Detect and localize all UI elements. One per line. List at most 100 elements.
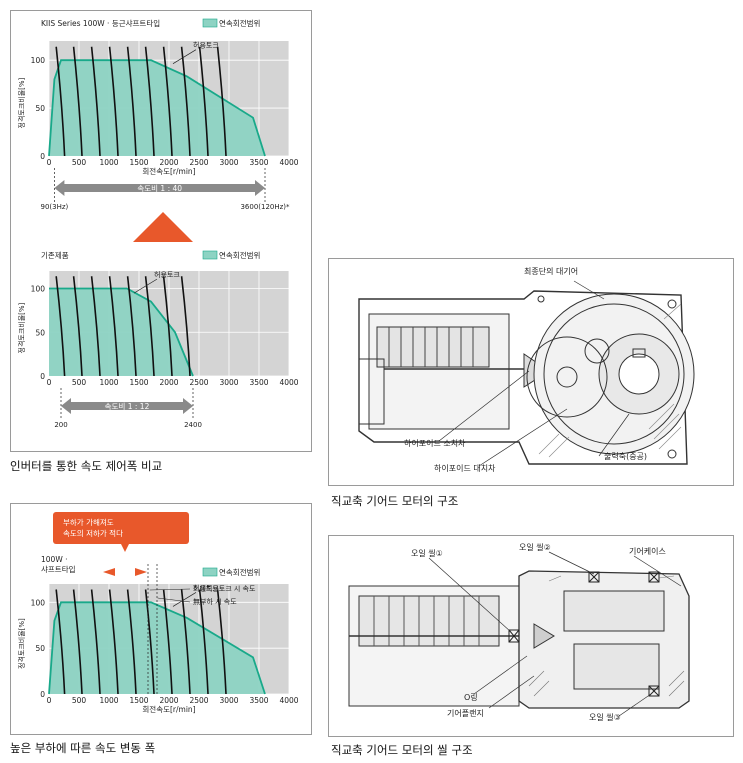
torque-curve-line — [144, 276, 155, 377]
torque-curve-line — [108, 46, 119, 157]
x-tick-label: 4000 — [279, 158, 298, 167]
callout-line-2: 속도의 저하가 적다 — [63, 528, 123, 538]
torque-curve-line — [90, 276, 101, 377]
label-max-torque-speed: 최대허용토크 시 속도 — [193, 584, 256, 593]
annotation-leader — [133, 278, 158, 294]
torque-curve-line — [72, 46, 83, 157]
legend-swatch — [202, 567, 218, 577]
x-tick-label: 1000 — [99, 158, 118, 167]
y-axis-label: 정격토크비율[%] — [17, 618, 26, 669]
orange-arrow-up — [133, 212, 193, 242]
speed-ratio-label: 속도비 1 : 12 — [105, 402, 150, 411]
x-tick-label: 1000 — [99, 696, 118, 705]
caption-inverter-compare: 인버터를 통한 속도 제어폭 비교 — [10, 459, 163, 473]
legend-label: 연속회전범위 — [219, 567, 260, 577]
x-tick-label: 3500 — [249, 378, 268, 387]
torque-curve-line — [55, 46, 66, 157]
legend-swatch — [202, 18, 218, 28]
torque-curve-line — [198, 46, 209, 157]
y-tick-label: 100 — [31, 598, 46, 607]
arrow-right — [135, 568, 147, 576]
permissible-torque-line — [48, 601, 266, 695]
x-axis-label: 회전속도[r/min] — [142, 166, 195, 176]
label-noload-speed: 無부하 시 속도 — [193, 597, 237, 606]
y-tick-label: 100 — [31, 285, 46, 294]
torque-curve-line — [180, 46, 191, 157]
x-tick-label: 2000 — [159, 696, 178, 705]
torque-curve-line — [126, 276, 137, 377]
permissible-torque-line — [48, 59, 266, 157]
x-tick-label: 4000 — [279, 696, 298, 705]
x-tick-label: 2500 — [189, 378, 208, 387]
label-gear-case: 기어케이스 — [629, 546, 666, 556]
torque-curve-line — [126, 46, 137, 157]
range-left-label: 200 — [54, 421, 67, 429]
annotation-leader — [172, 49, 197, 65]
legend-label: 연속회전범위 — [219, 18, 260, 28]
torque-curve-line — [108, 589, 119, 695]
y-tick-label: 0 — [40, 372, 45, 381]
torque-curve-line — [144, 589, 155, 695]
label-hypoid-pinion: 하이포이드 소치차 — [404, 438, 466, 448]
annotation-permissible-torque: 허용토크 — [193, 41, 219, 50]
legend-label: 연속회전범위 — [219, 250, 260, 260]
x-tick-label: 4000 — [279, 378, 298, 387]
x-tick-label: 0 — [47, 158, 52, 167]
speed-range-arrow — [61, 398, 193, 414]
label-final-gear: 최종단의 대기어 — [524, 266, 578, 276]
x-tick-label: 2000 — [159, 158, 178, 167]
caption-seal-structure: 직교축 기어드 모터의 씰 구조 — [331, 743, 473, 757]
continuous-range-area — [49, 60, 265, 156]
chart-title-line2: 샤프트타입 — [41, 564, 76, 574]
y-tick-label: 0 — [40, 690, 45, 699]
x-tick-label: 1500 — [129, 158, 148, 167]
x-tick-label: 1500 — [129, 378, 148, 387]
label-gear-flange: 기어플랜지 — [447, 708, 484, 718]
y-tick-label: 50 — [35, 104, 45, 113]
y-axis-label: 정격토크비율[%] — [17, 302, 26, 353]
motor-structure-panel: 최종단의 대기어 하이포이드 소치차 하이포이드 대치차 출력축(중공) — [328, 258, 734, 486]
x-tick-label: 2000 — [159, 378, 178, 387]
torque-curve-line — [162, 276, 173, 377]
torque-curve-line — [162, 589, 173, 695]
speed-ratio-label: 속도비 1 : 40 — [137, 184, 182, 193]
chart-title: KIIS Series 100W · 등근샤프트타입 — [41, 18, 160, 28]
y-axis-label: 정격토크비율[%] — [17, 77, 26, 128]
torque-curve-line — [198, 589, 209, 695]
torque-curve-line — [90, 589, 101, 695]
torque-curve-line — [72, 276, 83, 377]
x-tick-label: 500 — [72, 378, 87, 387]
seal-structure-drawing: 오일 씰① 오일 씰② 기어케이스 O링 기어플랜지 오일 씰③ — [348, 542, 690, 722]
x-tick-label: 1500 — [129, 696, 148, 705]
torque-curve-line — [162, 46, 173, 157]
x-tick-label: 3500 — [249, 696, 268, 705]
legend-swatch — [202, 250, 218, 260]
y-tick-label: 100 — [31, 56, 46, 65]
label-o-ring: O링 — [464, 692, 478, 702]
chart-title: 100W · — [41, 555, 68, 564]
x-tick-label: 2500 — [189, 158, 208, 167]
y-tick-label: 50 — [35, 328, 45, 337]
callout-pointer — [121, 544, 129, 552]
chart-title: 기존제품 — [41, 251, 69, 260]
annotation-permissible-torque: 허용토크 — [193, 583, 219, 592]
range-right-label: 3600(120Hz)* — [240, 203, 290, 211]
range-right-label: 2400 — [184, 421, 202, 429]
x-axis-label: 회전속도[r/min] — [142, 704, 195, 714]
y-tick-label: 0 — [40, 152, 45, 161]
label-hypoid-gear: 하이포이드 대치차 — [434, 463, 496, 473]
torque-curve-line — [180, 276, 191, 377]
leader-max-torque — [149, 588, 191, 591]
torque-curve-line — [126, 589, 137, 695]
torque-curve-line — [108, 276, 119, 377]
torque-curve-line — [55, 589, 66, 695]
annotation-permissible-torque: 허용토크 — [154, 270, 180, 279]
caption-motor-structure: 직교축 기어드 모터의 구조 — [331, 494, 459, 508]
